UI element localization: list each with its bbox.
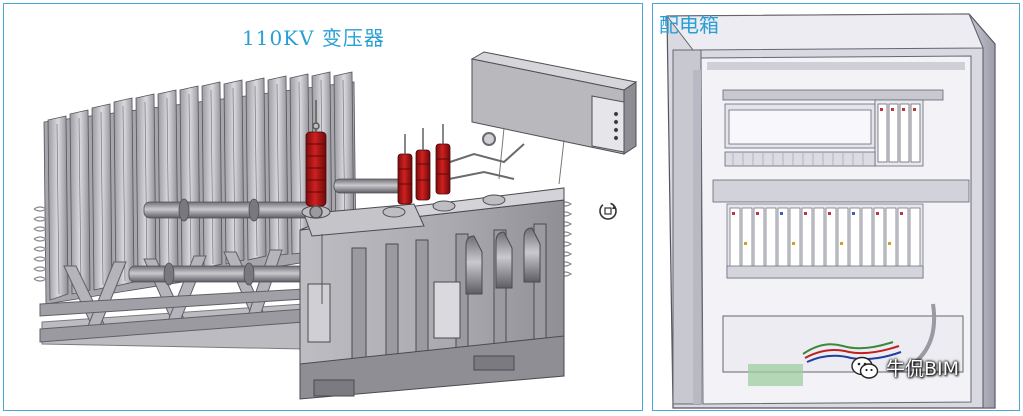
transformer-panel-title: 110KV 变压器 bbox=[242, 26, 385, 50]
wechat-icon bbox=[850, 355, 880, 381]
watermark: 牛侃BIM bbox=[850, 354, 959, 381]
transformer-panel: 110KV 变压器 bbox=[3, 3, 643, 411]
breaker-row-2 bbox=[726, 203, 924, 279]
radiator-springs bbox=[33, 201, 573, 282]
cable-entry bbox=[722, 303, 964, 373]
watermark-text: 牛侃BIM bbox=[886, 358, 960, 380]
breaker-row-1 bbox=[722, 89, 944, 167]
distribution-box-panel: 配电箱 bbox=[652, 3, 1020, 411]
main-tank bbox=[299, 187, 565, 400]
distribution-box-panel-title: 配电箱 bbox=[659, 13, 719, 37]
blurred-region bbox=[748, 364, 803, 386]
control-cabinet bbox=[470, 51, 638, 185]
red-bushings bbox=[305, 131, 451, 207]
distribution-box-3d-model bbox=[665, 13, 996, 409]
rotate-view-icon[interactable] bbox=[596, 199, 620, 223]
transformer-3d-model bbox=[33, 51, 638, 400]
